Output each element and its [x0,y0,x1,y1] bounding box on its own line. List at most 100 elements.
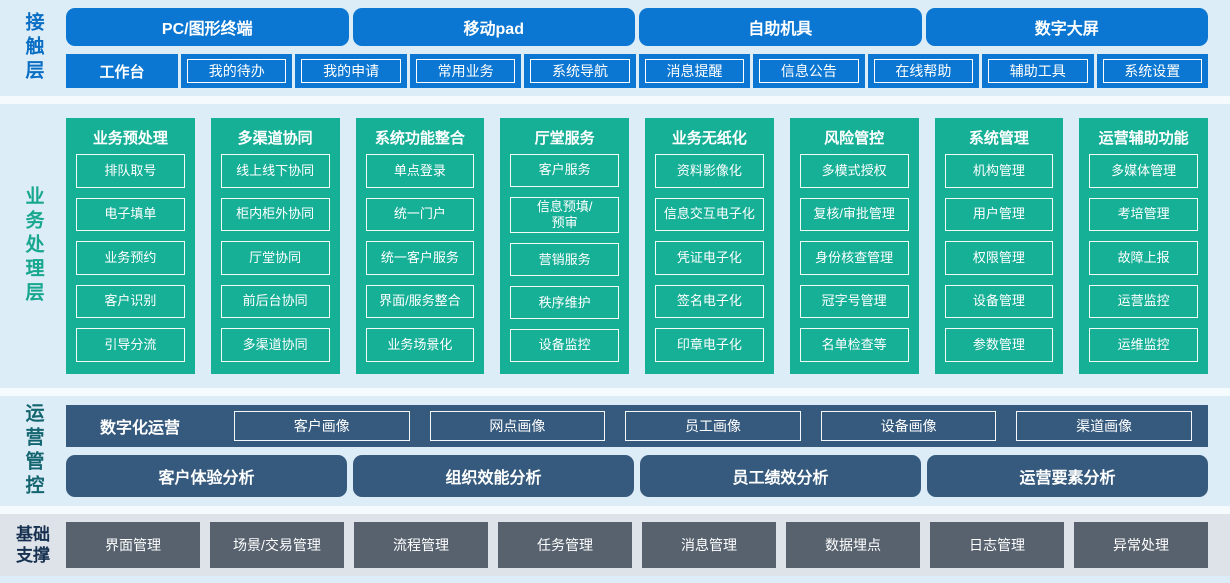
module-item: 考培管理 [1089,197,1198,232]
module-item: 客户服务 [510,154,619,187]
module-items: 资料影像化 信息交互电子化 凭证电子化 签名电子化 印章电子化 [655,154,764,362]
module-item: 业务预约 [76,241,185,275]
workbench-item-label: 我的待办 [187,59,287,83]
workbench-item-label: 常用业务 [415,59,516,83]
module-title: 业务预处理 [92,130,168,147]
module-item: 身份核查管理 [799,241,909,275]
workbench-row: 工作台 我的待办 我的申请 常用业务 [66,54,1208,88]
foundation-item: 任务管理 [498,522,632,568]
module-item: 印章电子化 [655,328,764,362]
channel-box: 数字大屏 [925,8,1208,46]
analysis-box: 组织效能分析 [353,455,634,497]
workbench-item: 消息提醒 [638,54,751,88]
contact-layer-section: 接触层 PC/图形终端 移动pad 自助机具 数字大屏 工作台 [0,0,1230,96]
module-item: 秩序维护 [510,286,619,320]
module-item: 电子填单 [76,197,185,232]
portrait-item: 员工画像 [625,411,801,441]
operations-layer-content: 数字化运营 客户画像 网点画像 员工画像 设备画像 渠道画像 [66,396,1208,506]
module-item: 运营监控 [1089,284,1198,319]
business-module-column: 系统功能整合 单点登录 统一门户 统一客户服务 界面/服务整合 业务场景化 [355,118,485,374]
module-item: 业务场景化 [365,328,475,362]
foundation-item: 消息管理 [642,522,776,568]
module-item: 多媒体管理 [1089,154,1198,188]
analysis-box: 员工绩效分析 [640,455,921,497]
workbench-item: 我的申请 [295,54,407,88]
portrait-items: 客户画像 网点画像 员工画像 设备画像 渠道画像 [234,411,1192,441]
workbench-item-label: 消息提醒 [644,59,745,83]
digital-operations-bar: 数字化运营 客户画像 网点画像 员工画像 设备画像 渠道画像 [66,405,1208,447]
module-items: 单点登录 统一门户 统一客户服务 界面/服务整合 业务场景化 [365,154,475,362]
module-item: 用户管理 [944,197,1054,232]
portrait-item: 客户画像 [234,411,410,441]
foundation-layer-label-column: 基础 支撑 [0,514,66,576]
foundation-item: 界面管理 [66,522,200,568]
module-item: 线上线下协同 [220,154,330,188]
module-title: 系统管理 [968,130,1029,147]
contact-layer-label: 接触层 [22,12,44,84]
analysis-box: 运营要素分析 [927,455,1208,497]
operations-layer-label: 运营管控 [22,403,44,499]
workbench-item: 系统设置 [1096,54,1208,88]
module-title: 运营辅助功能 [1098,130,1189,147]
analysis-row: 客户体验分析 组织效能分析 员工绩效分析 运营要素分析 [66,455,1208,497]
module-item: 复核/审批管理 [799,197,909,232]
workbench-item: 信息公告 [753,54,865,88]
workbench-item-label: 系统设置 [1102,59,1202,83]
channel-box: 移动pad [352,8,635,46]
foundation-item: 流程管理 [354,522,488,568]
workbench-item-label: 我的申请 [301,59,401,83]
module-items: 机构管理 用户管理 权限管理 设备管理 参数管理 [944,154,1054,362]
module-title: 系统功能整合 [374,130,465,147]
operations-layer-section: 运营管控 数字化运营 客户画像 网点画像 员工画像 设备画像 渠道画像 [0,396,1230,506]
module-item: 故障上报 [1089,241,1198,275]
channel-row: PC/图形终端 移动pad 自助机具 数字大屏 [66,8,1208,46]
portrait-item: 设备画像 [820,411,997,441]
section-divider [0,388,1230,396]
module-item: 多模式授权 [799,154,909,188]
module-item: 柜内柜外协同 [220,197,330,232]
module-item: 运维监控 [1089,328,1198,362]
module-item: 前后台协同 [220,284,330,319]
module-item: 统一客户服务 [365,241,475,275]
business-module-column: 业务无纸化 资料影像化 信息交互电子化 凭证电子化 签名电子化 印章电子化 [645,118,774,374]
module-item: 信息交互电子化 [655,197,764,232]
workbench-item: 常用业务 [409,54,522,88]
foundation-item: 异常处理 [1074,522,1208,568]
module-title: 厅堂服务 [534,130,595,147]
module-items: 线上线下协同 柜内柜外协同 厅堂协同 前后台协同 多渠道协同 [220,154,330,362]
section-divider [0,506,1230,514]
workbench-items: 我的待办 我的申请 常用业务 系统导航 [181,54,1208,88]
module-items: 客户服务 信息预填/ 预审 营销服务 秩序维护 设备监控 [510,154,619,362]
business-module-column: 系统管理 机构管理 用户管理 权限管理 设备管理 参数管理 [934,118,1064,374]
digital-operations-label: 数字化运营 [99,420,180,437]
module-items: 多媒体管理 考培管理 故障上报 运营监控 运维监控 [1089,154,1198,362]
module-item: 统一门户 [365,197,475,232]
module-item: 客户识别 [76,284,185,319]
workbench-item-label: 在线帮助 [873,59,974,83]
foundation-layer-label: 基础 支撑 [16,524,50,565]
business-layer-label-column: 业务处理层 [0,104,66,388]
module-item: 信息预填/ 预审 [510,196,619,234]
module-item: 引导分流 [76,328,185,362]
module-item: 设备监控 [510,329,619,362]
business-module-column: 多渠道协同 线上线下协同 柜内柜外协同 厅堂协同 前后台协同 多渠道协同 [210,118,340,374]
module-item: 名单检查等 [799,328,909,362]
business-layer-label: 业务处理层 [22,186,44,306]
foundation-item: 日志管理 [930,522,1064,568]
module-item: 营销服务 [510,243,619,277]
workbench-item: 在线帮助 [867,54,980,88]
module-title: 多渠道协同 [237,130,313,147]
module-item: 资料影像化 [655,154,764,188]
module-item: 签名电子化 [655,284,764,319]
channel-box: 自助机具 [639,8,922,46]
module-item: 界面/服务整合 [365,284,475,319]
workbench-item-label: 信息公告 [759,59,859,83]
module-item: 排队取号 [76,154,185,188]
contact-layer-label-column: 接触层 [0,0,66,96]
module-item: 机构管理 [944,154,1054,188]
workbench-item: 辅助工具 [982,54,1094,88]
contact-layer-content: PC/图形终端 移动pad 自助机具 数字大屏 工作台 我的待办 [66,0,1208,96]
portrait-item: 网点画像 [429,411,606,441]
module-item: 参数管理 [944,328,1054,362]
